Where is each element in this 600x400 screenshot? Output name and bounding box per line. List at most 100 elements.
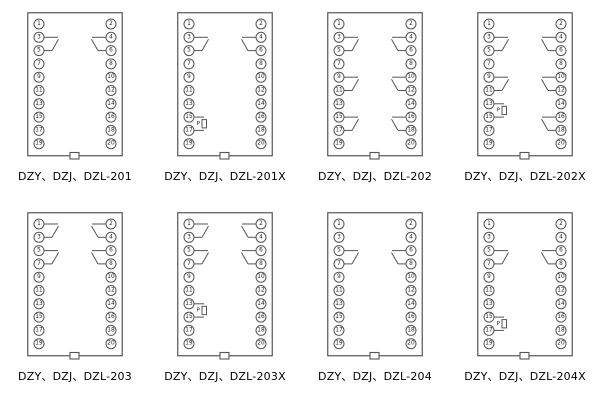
terminal-number: 4 bbox=[559, 234, 563, 240]
terminal-number: 13 bbox=[335, 301, 343, 307]
diagram-label: DZY、DZJ、DZL-201 bbox=[18, 170, 132, 183]
terminal-number: 19 bbox=[335, 341, 343, 347]
terminal-number: 14 bbox=[407, 101, 415, 107]
terminal-number: 12 bbox=[107, 88, 115, 94]
terminal-number: 5 bbox=[37, 48, 41, 54]
terminal-16 bbox=[255, 111, 267, 123]
terminal-16 bbox=[405, 311, 417, 323]
terminal-17 bbox=[483, 324, 495, 336]
terminal-number: 16 bbox=[107, 314, 115, 320]
terminal-17 bbox=[183, 324, 195, 336]
terminal-number: 8 bbox=[559, 261, 563, 267]
contact-blade bbox=[91, 252, 99, 265]
terminal-number: 20 bbox=[257, 341, 265, 347]
terminal-4 bbox=[105, 31, 117, 43]
terminal-number: 16 bbox=[107, 114, 115, 120]
terminal-18 bbox=[555, 324, 567, 336]
diagram-label: DZY、DZJ、DZL-203 bbox=[18, 370, 132, 383]
terminal-number: 20 bbox=[407, 341, 415, 347]
terminal-number: 6 bbox=[409, 248, 413, 254]
terminal-15 bbox=[183, 311, 195, 323]
terminal-number: 7 bbox=[487, 61, 491, 67]
contact-blade bbox=[391, 118, 399, 131]
contact-blade bbox=[241, 39, 249, 51]
terminal-7 bbox=[33, 258, 45, 270]
terminal-20 bbox=[555, 138, 567, 150]
terminal-number: 11 bbox=[485, 88, 493, 94]
terminal-number: 6 bbox=[259, 248, 263, 254]
terminal-2 bbox=[555, 218, 567, 230]
terminal-13 bbox=[33, 298, 45, 310]
terminal-number: 1 bbox=[487, 221, 491, 227]
terminal-number: 15 bbox=[185, 114, 193, 120]
terminal-8 bbox=[405, 258, 417, 270]
terminal-number: 7 bbox=[337, 261, 341, 267]
terminal-number: 11 bbox=[335, 88, 343, 94]
terminal-5 bbox=[33, 245, 45, 257]
terminal-number: 17 bbox=[485, 327, 493, 333]
terminal-number: 6 bbox=[259, 48, 263, 54]
contact-blade bbox=[91, 225, 99, 238]
terminal-number: 9 bbox=[337, 274, 341, 280]
terminal-number: 19 bbox=[485, 341, 493, 347]
contact-blade bbox=[241, 225, 249, 238]
terminal-number: 14 bbox=[557, 301, 565, 307]
terminal-14 bbox=[405, 98, 417, 110]
terminal-number: 14 bbox=[407, 301, 415, 307]
terminal-number: 16 bbox=[257, 114, 265, 120]
terminal-number: 6 bbox=[559, 48, 563, 54]
terminal-number: 14 bbox=[257, 101, 265, 107]
terminal-9 bbox=[333, 271, 345, 283]
resistor-body bbox=[201, 305, 207, 316]
terminal-number: 17 bbox=[35, 327, 43, 333]
terminal-10 bbox=[255, 71, 267, 83]
terminal-15 bbox=[483, 111, 495, 123]
terminal-8 bbox=[255, 258, 267, 270]
terminal-number: 20 bbox=[107, 141, 115, 147]
terminal-number: 8 bbox=[559, 61, 563, 67]
terminal-12 bbox=[405, 85, 417, 96]
terminal-6 bbox=[555, 245, 567, 257]
terminal-16 bbox=[555, 311, 567, 323]
terminal-13 bbox=[333, 98, 345, 110]
terminal-number: 20 bbox=[407, 141, 415, 147]
terminal-20 bbox=[255, 138, 267, 150]
terminal-number: 9 bbox=[487, 274, 491, 280]
terminal-number: 9 bbox=[337, 74, 341, 80]
terminal-number: 6 bbox=[109, 248, 113, 254]
terminal-6 bbox=[405, 245, 417, 257]
terminal-number: 8 bbox=[409, 61, 413, 67]
terminal-number: 14 bbox=[107, 101, 115, 107]
terminal-number: 5 bbox=[487, 48, 491, 54]
terminal-number: 17 bbox=[485, 127, 493, 133]
terminal-14 bbox=[405, 298, 417, 310]
terminal-number: 17 bbox=[35, 127, 43, 133]
terminal-1 bbox=[333, 218, 345, 230]
contact-blade bbox=[501, 39, 509, 51]
terminal-5 bbox=[483, 45, 495, 57]
terminal-13 bbox=[483, 98, 495, 110]
resistor-body bbox=[501, 105, 507, 116]
terminal-number: 13 bbox=[185, 301, 193, 307]
diagram-label: DZY、DZJ、DZL-202X bbox=[464, 170, 586, 183]
terminal-number: 8 bbox=[409, 261, 413, 267]
terminal-number: 17 bbox=[335, 127, 343, 133]
terminal-number: 5 bbox=[187, 48, 191, 54]
contact-blade bbox=[351, 78, 359, 91]
terminal-19 bbox=[333, 138, 345, 150]
terminal-number: 7 bbox=[187, 61, 191, 67]
resistor-body bbox=[501, 319, 507, 329]
terminal-number: 12 bbox=[407, 88, 415, 94]
terminal-16 bbox=[405, 111, 417, 123]
terminal-19 bbox=[483, 138, 495, 150]
terminal-3 bbox=[33, 231, 45, 243]
terminal-number: 9 bbox=[187, 74, 191, 80]
terminal-number: 20 bbox=[557, 141, 565, 147]
terminal-number: 1 bbox=[337, 21, 341, 27]
terminal-8 bbox=[555, 258, 567, 270]
terminal-number: 10 bbox=[257, 74, 265, 80]
terminal-11 bbox=[183, 85, 195, 96]
